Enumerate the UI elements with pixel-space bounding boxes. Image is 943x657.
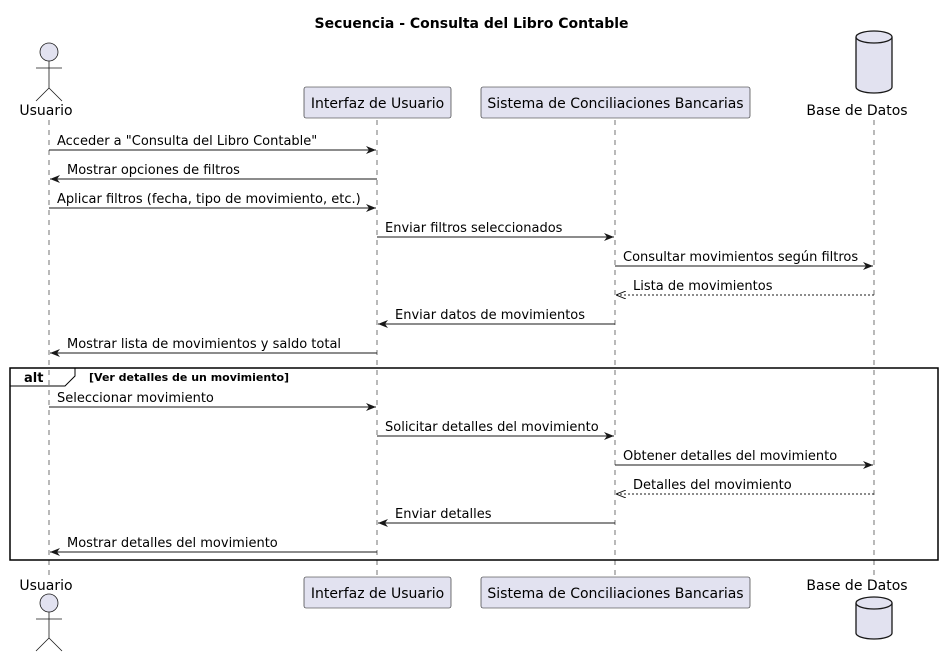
message-label: Enviar filtros seleccionados [385, 221, 563, 236]
message-label: Enviar datos de movimientos [395, 308, 585, 323]
participant-label: Sistema de Conciliaciones Bancarias [487, 96, 743, 112]
diagram-title: Secuencia - Consulta del Libro Contable [314, 16, 628, 32]
message: Enviar datos de movimientos [378, 308, 615, 328]
participant-label: Usuario [19, 103, 72, 119]
message-label: Solicitar detalles del movimiento [385, 420, 599, 435]
message: Acceder a "Consulta del Libro Contable" [49, 134, 376, 154]
message: Obtener detalles del movimiento [615, 449, 873, 469]
message-label: Seleccionar movimiento [57, 391, 214, 406]
message: Lista de movimientos [616, 279, 874, 295]
message-label: Lista de movimientos [633, 279, 773, 294]
message-label: Enviar detalles [395, 507, 492, 522]
message: Mostrar opciones de filtros [50, 163, 377, 183]
participant-label: Interfaz de Usuario [311, 586, 444, 602]
participant-sistema-bottom: Sistema de Conciliaciones Bancarias [480, 576, 751, 609]
actor-icon [35, 593, 63, 652]
message: Enviar filtros seleccionados [377, 221, 614, 241]
message-label: Acceder a "Consulta del Libro Contable" [57, 134, 317, 149]
messages: Acceder a "Consulta del Libro Contable" M… [49, 134, 874, 556]
message: Consultar movimientos según filtros [615, 250, 873, 270]
message-label: Consultar movimientos según filtros [623, 250, 858, 265]
message: Mostrar lista de movimientos y saldo tot… [50, 337, 377, 357]
database-icon [855, 30, 893, 94]
message-label: Detalles del movimiento [633, 478, 792, 493]
alt-fragment: alt [Ver detalles de un movimiento] [9, 367, 939, 561]
participant-usuario-bottom: Usuario [19, 578, 73, 652]
fragment-guard: [Ver detalles de un movimiento] [89, 371, 289, 384]
participant-interfaz-top: Interfaz de Usuario [303, 86, 452, 119]
database-icon [855, 596, 893, 640]
participant-sistema-top: Sistema de Conciliaciones Bancarias [480, 86, 751, 119]
message-label: Mostrar opciones de filtros [67, 163, 240, 178]
message: Mostrar detalles del movimiento [50, 536, 377, 556]
message-label: Mostrar detalles del movimiento [67, 536, 278, 551]
fragment-operator: alt [24, 371, 43, 386]
message: Aplicar filtros (fecha, tipo de movimien… [49, 192, 376, 212]
message: Seleccionar movimiento [49, 391, 376, 411]
message: Detalles del movimiento [616, 478, 874, 494]
participant-label: Base de Datos [806, 103, 907, 119]
participant-bd-bottom: Base de Datos [806, 578, 908, 640]
participant-label: Base de Datos [806, 578, 907, 594]
message: Solicitar detalles del movimiento [377, 420, 614, 440]
participant-label: Sistema de Conciliaciones Bancarias [487, 586, 743, 602]
actor-icon [35, 42, 63, 102]
participant-usuario-top: Usuario [19, 42, 73, 119]
message-label: Aplicar filtros (fecha, tipo de movimien… [57, 192, 361, 207]
participant-label: Usuario [19, 578, 72, 594]
participant-interfaz-bottom: Interfaz de Usuario [303, 576, 452, 609]
message: Enviar detalles [378, 507, 615, 527]
participant-bd-top: Base de Datos [806, 30, 908, 119]
participant-label: Interfaz de Usuario [311, 96, 444, 112]
message-label: Obtener detalles del movimiento [623, 449, 837, 464]
message-label: Mostrar lista de movimientos y saldo tot… [67, 337, 341, 352]
